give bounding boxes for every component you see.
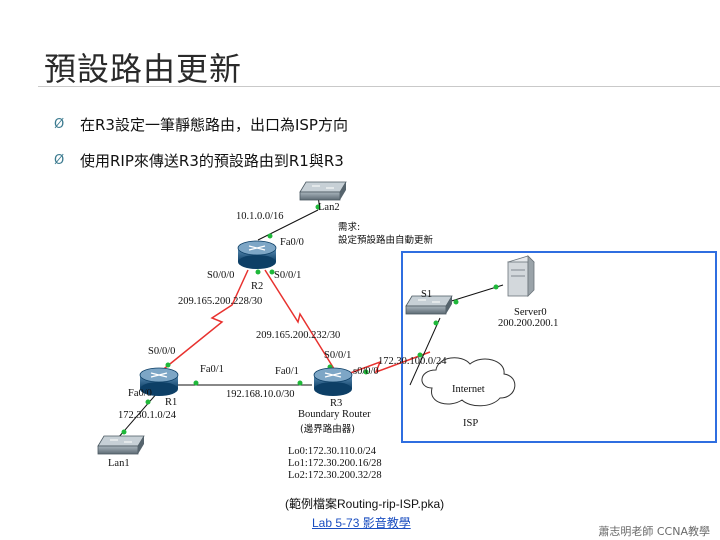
r3-s000-label: s0/0/0 [353, 366, 379, 377]
network-192-label: 192.168.10.0/30 [226, 389, 295, 400]
isp-label: ISP [463, 418, 479, 429]
r1-s000-label: S0/0/0 [148, 346, 176, 357]
boundary-router-zh-label: (邊界路由器) [300, 424, 355, 435]
bullet-arrow-icon: Ø [54, 117, 65, 132]
bullet-text: 在R3設定一筆靜態路由，出口為ISP方向 [80, 116, 348, 134]
bullet-arrow-icon: Ø [54, 153, 65, 168]
r2-s001-label: S0/0/1 [274, 270, 302, 281]
r2-label: R2 [251, 281, 264, 292]
s1-label: S1 [421, 289, 433, 300]
network-228-label: 209.165.200.228/30 [178, 296, 263, 307]
boundary-router-label: Boundary Router [298, 409, 371, 420]
router-r1-icon [139, 367, 179, 396]
lan2-network-label: 10.1.0.0/16 [236, 211, 284, 222]
serial-link-r1-r2 [159, 269, 249, 373]
lan1-network-label: 172.30.1.0/24 [118, 410, 177, 421]
loopback0-label: Lo0:172.30.110.0/24 [288, 446, 376, 457]
serial-link-r2-r3 [264, 269, 337, 373]
r2-s000-label: S0/0/0 [207, 270, 235, 281]
switch-s1-icon [405, 295, 453, 315]
lab-video-link[interactable]: Lab 5-73 影音教學 [312, 516, 411, 530]
server0-label: Server0 [514, 307, 547, 318]
serial-link-r3-isp [344, 351, 431, 376]
link-status-leds [121, 204, 499, 435]
r3-s001-label: S0/0/1 [324, 350, 352, 361]
internet-cloud-icon [421, 357, 516, 407]
switch-lan2-icon [299, 181, 347, 201]
slide-title: 預設路由更新 [44, 50, 243, 88]
switch-lan1-icon [97, 435, 145, 455]
title-divider [38, 86, 720, 87]
lan2-label: Lan2 [318, 202, 340, 213]
requirement-note: 設定預設路由自動更新 [338, 235, 434, 246]
loopback2-label: Lo2:172.30.200.32/28 [288, 470, 382, 481]
server0-icon [507, 255, 535, 297]
loopback1-label: Lo1:172.30.200.16/28 [288, 458, 382, 469]
r1-label: R1 [165, 397, 178, 408]
isp-area-box [401, 251, 717, 443]
footer-credit: 蕭志明老師 CCNA教學 [598, 525, 710, 538]
router-r2-icon [237, 240, 277, 269]
r2-fa00-label: Fa0/0 [280, 237, 304, 248]
server0-ip-label: 200.200.200.1 [498, 318, 559, 329]
r1-fa01-label: Fa0/1 [200, 364, 224, 375]
bullet-item: Ø 使用RIP來傳送R3的預設路由到R1與R3 [54, 150, 344, 171]
bullet-item: Ø 在R3設定一筆靜態路由，出口為ISP方向 [54, 114, 348, 135]
r1-fa00-label: Fa0/0 [128, 388, 152, 399]
r3-label: R3 [330, 398, 343, 409]
isp-network-label: 172.30.100.0/24 [378, 356, 447, 367]
link-cloud-s1 [409, 317, 441, 386]
router-r3-icon [313, 367, 353, 396]
example-file-caption: (範例檔案Routing-rip-ISP.pka) [285, 497, 445, 511]
network-232-label: 209.165.200.232/30 [256, 330, 341, 341]
bullet-text: 使用RIP來傳送R3的預設路由到R1與R3 [80, 152, 344, 170]
lan1-label: Lan1 [108, 458, 130, 469]
requirement-label: 需求: [338, 222, 361, 233]
r3-fa01-label: Fa0/1 [275, 366, 299, 377]
internet-label: Internet [452, 384, 485, 395]
